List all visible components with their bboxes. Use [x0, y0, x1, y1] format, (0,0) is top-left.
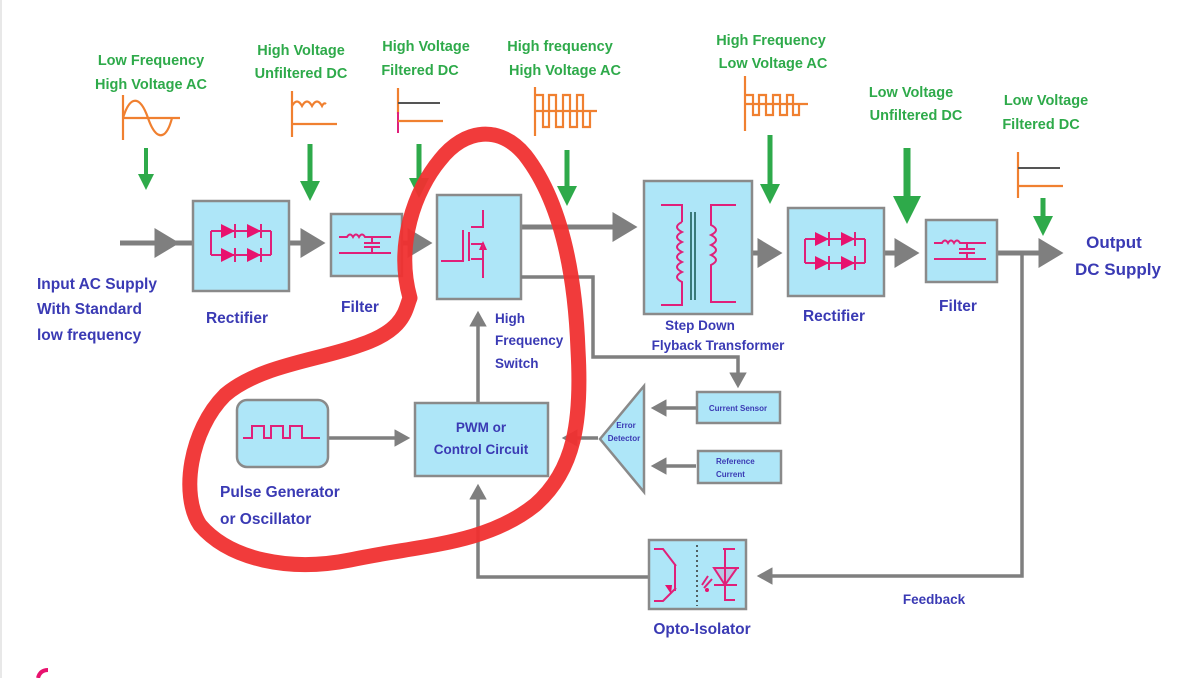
current-sensor-block: Current Sensor: [695, 390, 782, 425]
feedback-wire: [756, 253, 1024, 585]
transformer-icon: [661, 204, 736, 306]
opto-isolator-label: Opto-Isolator: [653, 621, 750, 638]
feedback-label: Feedback: [903, 592, 966, 607]
filter-2-label: Filter: [939, 298, 977, 315]
switch-label-line1: High: [495, 311, 525, 326]
signal-label-1-line1: Low Frequency: [98, 53, 204, 69]
pulse-generator-block: Pulse Generator or Oscillator: [220, 398, 340, 528]
pulse-train-icon: [243, 425, 320, 439]
signal-label-4-line2: High Voltage AC: [509, 63, 622, 79]
opto-isolator-block: Opto-Isolator: [647, 538, 751, 638]
signal-label-2-line2: Unfiltered DC: [255, 66, 348, 82]
rectifier-block-2: Rectifier: [786, 206, 886, 325]
signal-label-4: High frequency High Voltage AC: [507, 39, 621, 79]
small-square-wave-icon: [743, 76, 808, 131]
signal-label-3-line2: Filtered DC: [381, 63, 459, 79]
signal-label-2: High Voltage Unfiltered DC: [255, 43, 348, 82]
page-border: [0, 0, 2, 678]
reference-current-block: Reference Current: [696, 449, 783, 485]
red-highlight-annotation: [182, 126, 587, 572]
error-detector-block: Error Detector: [598, 382, 646, 496]
transformer-label-line1: Step Down: [665, 318, 735, 333]
pwm-label-line2: Control Circuit: [434, 442, 529, 457]
signal-label-1-line2: High Voltage AC: [95, 77, 208, 93]
sine-wave-icon: [121, 95, 180, 140]
input-label-line1: Input AC Supply: [37, 276, 157, 293]
signal-label-5-line1: High Frequency: [716, 33, 826, 49]
signal-label-4-line1: High frequency: [507, 39, 613, 55]
signal-label-6-line2: Unfiltered DC: [870, 108, 963, 124]
rectifier-2-label: Rectifier: [803, 308, 865, 325]
reference-label-line1: Reference: [716, 457, 755, 466]
signal-label-7: Low Voltage Filtered DC: [1002, 93, 1088, 133]
mosfet-icon: [441, 210, 487, 278]
signal-label-2-line1: High Voltage: [257, 43, 345, 59]
signal-label-3-line1: High Voltage: [382, 39, 470, 55]
pulse-generator-label-line2: or Oscillator: [220, 511, 311, 528]
error-detector-label-line1: Error: [616, 421, 636, 430]
optocoupler-icon: [654, 545, 739, 606]
transformer-label-line2: Flyback Transformer: [652, 338, 786, 353]
input-label-line2: With Standard: [37, 301, 142, 318]
current-sensor-label: Current Sensor: [709, 404, 767, 413]
flyback-transformer-block: Step Down Flyback Transformer: [642, 179, 786, 353]
flat-dc-icon: [1016, 152, 1063, 198]
input-label: Input AC Supply With Standard low freque…: [37, 276, 157, 344]
error-detector-label-line2: Detector: [608, 434, 640, 443]
signal-label-5-line2: Low Voltage AC: [719, 56, 828, 72]
square-wave-icon: [533, 87, 597, 136]
signal-label-5: High Frequency Low Voltage AC: [716, 33, 828, 72]
switch-label-line2: Frequency: [495, 333, 564, 348]
signal-label-7-line1: Low Voltage: [1004, 93, 1088, 109]
power-path-wires: [120, 212, 1064, 268]
filter-1-label: Filter: [341, 299, 379, 316]
filter-block-1: Filter: [329, 212, 404, 316]
signal-label-7-line2: Filtered DC: [1002, 117, 1080, 133]
rectifier-1-label: Rectifier: [206, 310, 268, 327]
output-label: Output DC Supply: [1075, 233, 1161, 279]
signal-label-1: Low Frequency High Voltage AC: [95, 53, 208, 93]
pwm-label-line1: PWM or: [456, 420, 507, 435]
logo-fragment: [36, 668, 49, 678]
filter-block-2: Filter: [924, 218, 999, 315]
pulse-generator-label-line1: Pulse Generator: [220, 484, 340, 501]
flat-dc-icon: [396, 88, 443, 133]
signal-label-3: High Voltage Filtered DC: [381, 39, 469, 79]
pwm-control-block: PWM or Control Circuit: [413, 401, 550, 478]
rippled-dc-icon: [290, 91, 337, 137]
logo-icon: [36, 668, 49, 678]
output-label-line1: Output: [1086, 233, 1142, 252]
arrow-opto-to-pwm: [469, 483, 648, 579]
signal-label-6-line1: Low Voltage: [869, 85, 953, 101]
input-label-line3: low frequency: [37, 327, 142, 344]
output-label-line2: DC Supply: [1075, 260, 1161, 279]
reference-label-line2: Current: [716, 470, 745, 479]
rectifier-block-1: Rectifier: [191, 199, 291, 327]
switch-label-line3: Switch: [495, 356, 539, 371]
high-frequency-switch-block: High Frequency Switch: [435, 193, 564, 371]
signal-label-6: Low Voltage Unfiltered DC: [869, 85, 963, 124]
